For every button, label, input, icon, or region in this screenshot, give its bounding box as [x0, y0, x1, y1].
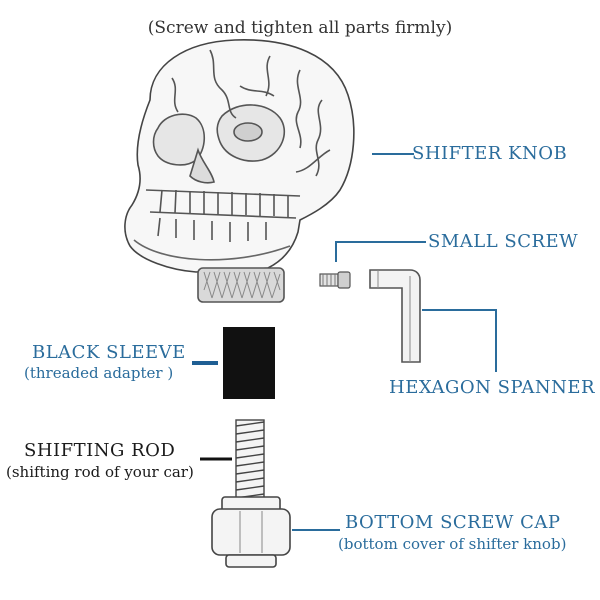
leader-small-screw	[335, 241, 426, 262]
diagram-title: (Screw and tighten all parts firmly)	[147, 18, 453, 38]
label-hexagon-spanner: HEXAGON SPANNER	[389, 377, 596, 398]
note-bottom-screw-cap: (bottom cover of shifter knob)	[338, 535, 567, 553]
hex-key-icon	[369, 269, 421, 363]
skull-knob-icon	[124, 39, 355, 303]
label-bottom-screw-cap: BOTTOM SCREW CAP	[345, 512, 561, 533]
label-small-screw: SMALL SCREW	[428, 231, 579, 252]
label-black-sleeve: BLACK SLEEVE	[32, 342, 186, 363]
note-shifting-rod: (shifting rod of your car)	[6, 463, 194, 481]
screw-cap-icon	[211, 496, 291, 568]
label-shifting-rod: SHIFTING ROD	[24, 440, 176, 461]
sleeve-icon	[223, 327, 275, 399]
label-shifter-knob: SHIFTER KNOB	[412, 143, 568, 164]
note-black-sleeve: (threaded adapter )	[24, 364, 174, 382]
leader-hexagon-spanner	[422, 309, 497, 372]
threaded-rod-icon	[235, 419, 265, 501]
screw-icon	[319, 271, 351, 289]
